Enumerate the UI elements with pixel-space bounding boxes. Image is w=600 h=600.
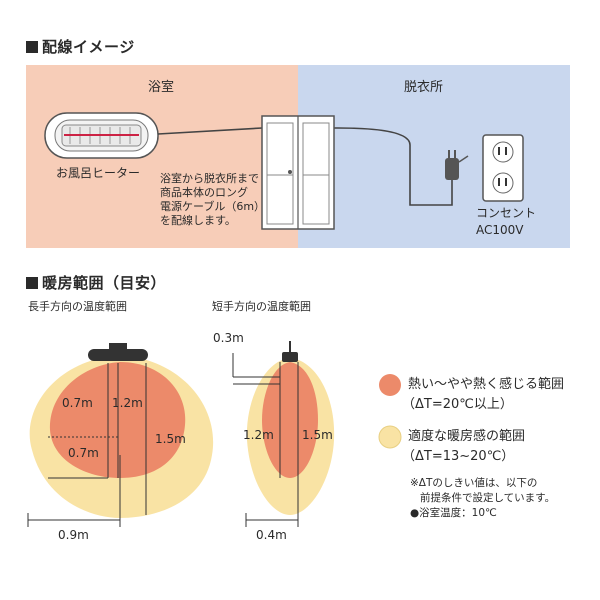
cable-note-line: を配線します。 — [160, 214, 236, 227]
bathroom-label: 浴室 — [148, 80, 175, 95]
long-dim-label: 1.2m — [112, 396, 143, 410]
long-direction-title: 長手方向の温度範囲 — [28, 300, 127, 313]
outlet-label-line: AC100V — [476, 223, 524, 237]
warm-legend-label: 適度な暖房感の範囲 — [408, 429, 526, 444]
door-icon — [261, 115, 335, 230]
cable-note: 浴室から脱衣所まで 商品本体のロング 電源ケーブル（6m） を配線します。 — [160, 172, 265, 228]
warm-legend-delta: （ΔT=13~20℃） — [402, 449, 515, 464]
plug-icon — [445, 150, 469, 180]
heading-square-icon — [26, 277, 38, 289]
hot-legend-label: 熱い〜やや熱く感じる範囲 — [408, 377, 565, 392]
long-dim-label: 0.7m — [62, 396, 93, 410]
warm-legend: 適度な暖房感の範囲 （ΔT=13~20℃） — [402, 427, 526, 467]
short-dim-label: 0.4m — [256, 528, 287, 542]
threshold-note: ※ΔTのしきい値は、以下の 前提条件で設定しています。 ●浴室温度：10℃ — [410, 476, 555, 521]
dressing-panel — [298, 65, 570, 248]
long-dim-label: 0.9m — [58, 528, 89, 542]
heater-icon — [44, 112, 159, 159]
long-heater-body — [88, 349, 148, 361]
short-dim-label: 0.3m — [213, 331, 244, 345]
short-heater-body — [282, 352, 298, 362]
hot-legend-delta: （ΔT=20℃以上） — [402, 397, 513, 412]
hot-legend: 熱い〜やや熱く感じる範囲 （ΔT=20℃以上） — [402, 375, 565, 415]
heating-heading-text: 暖房範囲（目安） — [42, 274, 167, 292]
long-diagram — [27, 343, 214, 527]
heating-heading: 暖房範囲（目安） — [26, 272, 166, 293]
outlet-icon — [482, 134, 524, 202]
note-line: ●浴室温度：10℃ — [410, 507, 497, 519]
note-line: ※ΔTのしきい値は、以下の — [410, 477, 538, 489]
outlet-label-line: コンセント — [476, 206, 537, 220]
wiring-heading-text: 配線イメージ — [42, 38, 135, 56]
hot-legend-dot — [379, 374, 401, 396]
wiring-heading: 配線イメージ — [26, 36, 135, 57]
short-dim-label: 1.5m — [302, 428, 333, 442]
cable-note-line: 浴室から脱衣所まで — [160, 172, 259, 185]
short-hot-zone — [262, 362, 318, 478]
short-dim-label: 1.2m — [243, 428, 274, 442]
long-dim-label: 0.7m — [68, 446, 99, 460]
long-dim-label: 1.5m — [155, 432, 186, 446]
short-direction-title: 短手方向の温度範囲 — [212, 300, 311, 313]
cable-note-line: 商品本体のロング — [160, 186, 248, 199]
cable-note-line: 電源ケーブル（6m） — [160, 200, 266, 213]
dressing-room-label: 脱衣所 — [404, 80, 444, 95]
heading-square-icon — [26, 41, 38, 53]
short-diagram — [232, 341, 335, 527]
note-line: 前提条件で設定しています。 — [420, 492, 556, 504]
warm-legend-dot — [378, 425, 402, 449]
power-cable — [157, 127, 453, 206]
outlet-label: コンセント AC100V — [476, 205, 536, 239]
heater-label: お風呂ヒーター — [56, 166, 141, 180]
